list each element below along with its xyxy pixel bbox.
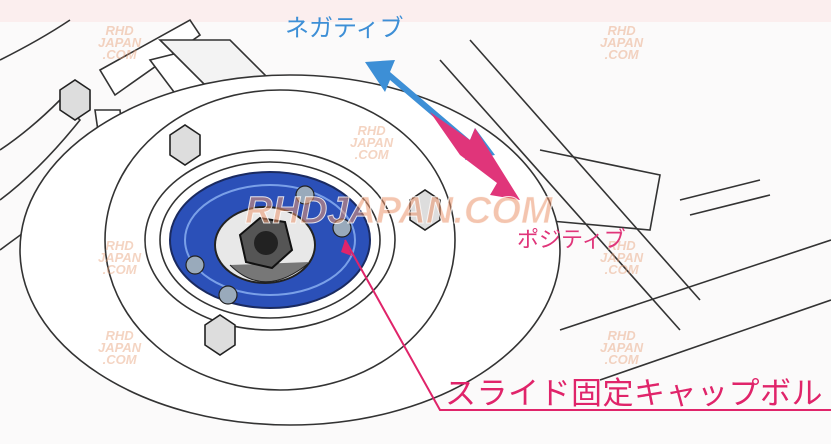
negative-label: ネガティブ [285, 14, 404, 42]
body-line [0, 19, 71, 61]
stud-nut [169, 124, 201, 166]
slide-bolt-label: スライド固定キャップボルト [445, 376, 831, 412]
positive-arrow [430, 112, 520, 200]
positive-label: ポジティブ [517, 228, 626, 253]
callout-line [344, 239, 831, 411]
top-band [0, 0, 831, 22]
watermark-logo: RHDJAPAN.COM [245, 190, 554, 233]
cap-bolt [185, 255, 205, 275]
